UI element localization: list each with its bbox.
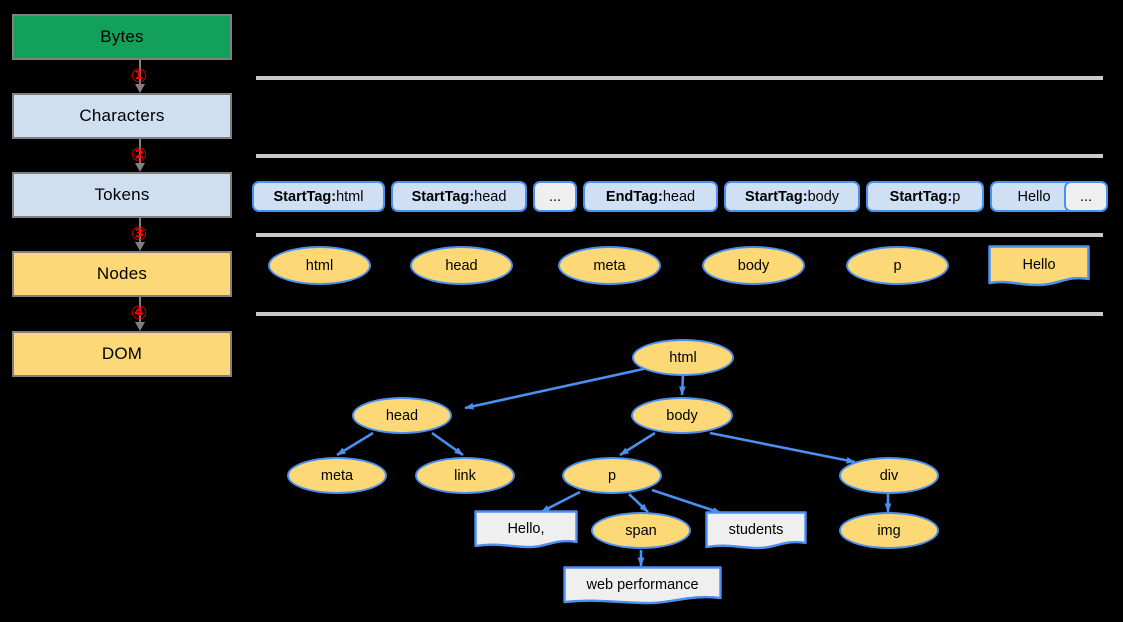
node-label: body xyxy=(737,257,770,274)
tree-node-label: meta xyxy=(320,467,354,484)
node-label: p xyxy=(893,257,902,274)
tree-node-label: web performance xyxy=(586,576,699,593)
tree-node-label: html xyxy=(669,349,697,366)
pipeline-arrow-4 xyxy=(135,297,145,331)
pipeline-badge-2: ② xyxy=(131,144,148,166)
token-value: head xyxy=(662,188,696,205)
tree-node-label: div xyxy=(879,467,899,484)
node-shape-html: html xyxy=(268,246,371,285)
tree-node-img: img xyxy=(839,512,939,549)
pipeline-badge-1: ① xyxy=(131,65,148,87)
token-value: Hello xyxy=(1017,188,1051,205)
pipeline-step-bytes: Bytes xyxy=(12,14,232,60)
token-value: head xyxy=(474,188,507,205)
tree-node-p: p xyxy=(562,457,662,494)
tree-node-head: head xyxy=(352,397,452,434)
pipeline-step-tokens: Tokens xyxy=(12,172,232,218)
tree-node-label: body xyxy=(666,407,698,424)
separator-line-3 xyxy=(256,233,1103,237)
pipeline-step-label: DOM xyxy=(101,344,143,363)
pipeline-arrow-1 xyxy=(135,60,145,93)
token-key: StartTag: xyxy=(889,188,953,205)
token-chip: StartTag: head xyxy=(391,181,527,212)
separator-line-2 xyxy=(256,154,1103,158)
tree-node-text-web-performance: web performance xyxy=(563,566,722,606)
document-shape-icon xyxy=(988,245,1090,287)
tree-node-label: students xyxy=(728,521,784,538)
pipeline-step-label: Tokens xyxy=(94,185,150,204)
tree-node-link: link xyxy=(415,457,515,494)
document-shape-icon xyxy=(474,510,578,549)
token-key: StartTag: xyxy=(744,188,808,205)
token-chip-ellipsis: ... xyxy=(533,181,577,212)
node-label: head xyxy=(445,257,478,274)
pipeline-arrow-3 xyxy=(135,218,145,251)
tree-node-div: div xyxy=(839,457,939,494)
token-value: ... xyxy=(548,188,562,205)
token-key: EndTag: xyxy=(605,188,663,205)
pipeline-step-label: Characters xyxy=(79,106,165,125)
tree-node-meta: meta xyxy=(287,457,387,494)
tree-node-body: body xyxy=(631,397,733,434)
tree-node-text-students: students xyxy=(705,511,807,551)
token-chip-ellipsis: ... xyxy=(1064,181,1108,212)
tree-node-label: span xyxy=(625,522,657,539)
tree-node-label: p xyxy=(607,467,617,484)
pipeline-badge-3: ③ xyxy=(131,223,148,245)
token-chip: Hello xyxy=(990,181,1078,212)
token-chip: StartTag: html xyxy=(252,181,385,212)
tree-node-text-hello: Hello, xyxy=(474,510,578,550)
node-label: Hello xyxy=(1022,257,1056,273)
document-shape-icon xyxy=(563,566,722,605)
token-value: html xyxy=(336,188,364,205)
node-label: meta xyxy=(593,257,626,274)
pipeline-step-label: Bytes xyxy=(100,27,144,46)
token-chip: StartTag: body xyxy=(724,181,860,212)
token-key: StartTag: xyxy=(273,188,337,205)
token-value: body xyxy=(807,188,840,205)
pipeline-step-dom: DOM xyxy=(12,331,232,377)
tree-node-span: span xyxy=(591,512,691,549)
token-value: p xyxy=(952,188,961,205)
separator-line-1 xyxy=(256,76,1103,80)
pipeline-step-label: Nodes xyxy=(96,264,148,283)
node-shape-hello-text: Hello xyxy=(988,245,1090,288)
document-shape-icon xyxy=(705,511,807,550)
node-shape-p: p xyxy=(846,246,949,285)
node-shape-body: body xyxy=(702,246,805,285)
tree-node-label: Hello, xyxy=(507,520,545,537)
tree-node-label: head xyxy=(385,407,419,424)
pipeline-step-characters: Characters xyxy=(12,93,232,139)
separator-line-4 xyxy=(256,312,1103,316)
tree-node-label: link xyxy=(454,467,476,484)
tree-node-label: img xyxy=(877,522,901,539)
parsing-pipeline: Bytes Characters Tokens Nodes DOM ① ② ③ … xyxy=(0,0,250,390)
pipeline-step-nodes: Nodes xyxy=(12,251,232,297)
node-shape-head: head xyxy=(410,246,513,285)
token-key: StartTag: xyxy=(411,188,475,205)
pipeline-arrow-2 xyxy=(135,139,145,172)
node-label: html xyxy=(305,257,334,274)
node-shape-meta: meta xyxy=(558,246,661,285)
token-value: ... xyxy=(1079,188,1093,205)
token-chip: EndTag: head xyxy=(583,181,718,212)
pipeline-badge-4: ④ xyxy=(131,302,148,324)
tree-node-html: html xyxy=(632,339,734,376)
token-chip: StartTag: p xyxy=(866,181,984,212)
